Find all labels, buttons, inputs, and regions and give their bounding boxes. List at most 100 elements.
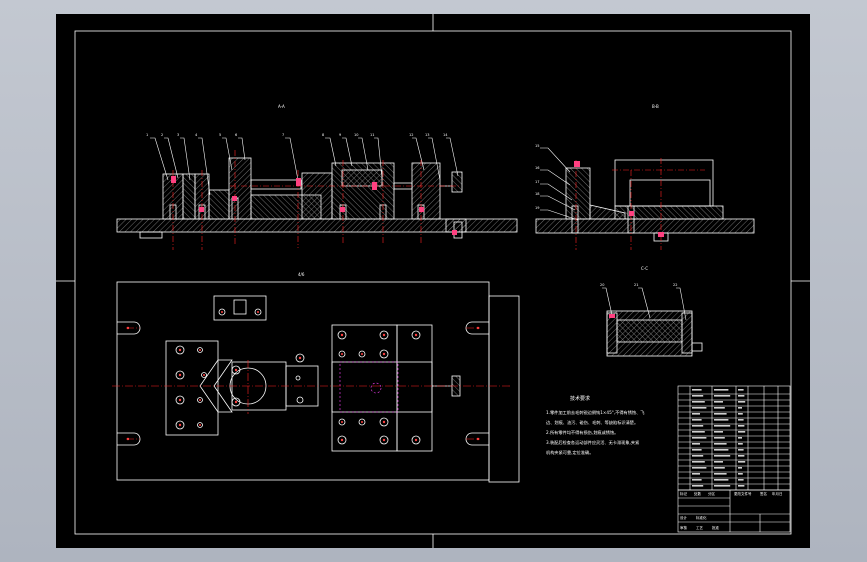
- tb-footer-approve: 批准: [712, 525, 720, 530]
- tb-label-count: 处数: [694, 491, 702, 496]
- parts-list-cell-text: [714, 443, 727, 445]
- parts-list-cell-text: [714, 473, 727, 475]
- callout-2: 2: [161, 133, 163, 137]
- callout-5: 5: [219, 133, 221, 137]
- tb-label-zone: 分区: [708, 491, 716, 496]
- parts-list-cell-text: [714, 401, 723, 403]
- parts-list-cell-text: [738, 401, 746, 403]
- parts-list-cell-text: [714, 431, 723, 433]
- callout-19: 19: [535, 206, 539, 210]
- parts-list-cell-text: [738, 395, 745, 397]
- parts-list-cell-text: [692, 389, 702, 391]
- parts-list-cell-text: [714, 485, 731, 487]
- tech-req-title: 技术要求: [570, 395, 590, 402]
- parts-list-cell-text: [738, 473, 743, 475]
- parts-list-cell-text: [692, 419, 702, 421]
- tech-req-line-1: 1.零件加工前去毛刺锐边倒钝1×45°,不得有锈蚀、飞: [546, 409, 645, 416]
- parts-list-cell-text: [692, 449, 702, 451]
- parts-list-cell-text: [738, 479, 744, 481]
- parts-list-cell-text: [714, 425, 731, 427]
- callout-3: 3: [177, 133, 179, 137]
- front-magenta-marks: [171, 176, 457, 235]
- parts-list-row-text: [692, 389, 746, 487]
- top-view-hidden-lines: [339, 361, 399, 413]
- title-block-labels: 标记 处数 分区 更改文件号 签名 年月日 设计 标准化 审核 工艺 批准: [680, 491, 783, 530]
- parts-list-cell-text: [692, 401, 705, 403]
- parts-list-cell-text: [692, 467, 707, 469]
- tb-label-mark: 标记: [680, 491, 688, 496]
- parts-list-cell-text: [692, 431, 705, 433]
- callout-16: 16: [535, 166, 539, 170]
- parts-list-cell-text: [738, 485, 745, 487]
- parts-list-cell-text: [692, 443, 700, 445]
- parts-list-cell-text: [714, 419, 729, 421]
- centering-marks: [56, 14, 810, 548]
- callout-21: 21: [634, 283, 638, 287]
- callout-18: 18: [535, 192, 539, 196]
- top-view-label: 4/6: [298, 272, 305, 277]
- drawing-sheet: [56, 14, 810, 548]
- parts-list-cell-text: [692, 437, 707, 439]
- parts-list-cell-text: [738, 389, 744, 391]
- callout-7: 7: [282, 133, 284, 137]
- callout-22: 22: [673, 283, 677, 287]
- tech-req-line-2: 边、划痕、油污、碰伤、毛刺、等缺陷标识清楚。: [546, 419, 638, 426]
- tb-footer-design: 设计: [680, 515, 688, 520]
- section-c-view: C-C: [602, 266, 703, 357]
- callout-10: 10: [354, 133, 358, 137]
- parts-list-cell-text: [738, 449, 744, 451]
- parts-list-cell-text: [738, 461, 746, 463]
- parts-list-table: [677, 385, 791, 533]
- parts-list-cell-text: [714, 455, 731, 457]
- side-callout-numbers: 15 16 17 18 19: [535, 144, 539, 210]
- parts-list-cell-text: [714, 389, 729, 391]
- parts-list-cell-text: [692, 425, 704, 427]
- top-view-center-lines: [112, 327, 512, 440]
- callout-6: 6: [235, 133, 237, 137]
- side-center-lines: [575, 158, 705, 250]
- parts-list-cell-text: [692, 455, 704, 457]
- callout-17: 17: [535, 180, 539, 184]
- parts-list-cell-text: [714, 407, 725, 409]
- technical-requirements: 技术要求 1.零件加工前去毛刺锐边倒钝1×45°,不得有锈蚀、飞 边、划痕、油污…: [546, 395, 645, 456]
- parts-list-cell-text: [714, 467, 725, 469]
- parts-list-cell-text: [692, 473, 700, 475]
- parts-list-cell-text: [738, 407, 742, 409]
- callout-20: 20: [600, 283, 604, 287]
- parts-list-cell-text: [738, 425, 745, 427]
- callout-14: 14: [443, 133, 448, 137]
- parts-list-cell-text: [738, 467, 742, 469]
- section-c-marks: 20 21 22: [600, 283, 677, 318]
- parts-list-cell-text: [738, 443, 743, 445]
- parts-list-cell-text: [714, 395, 731, 397]
- callout-9: 9: [339, 133, 341, 137]
- callout-11: 11: [370, 133, 374, 137]
- parts-list-cell-text: [692, 395, 704, 397]
- tech-req-line-3: 2.所有零件均不得有损伤,划痕或锈蚀。: [546, 429, 618, 436]
- front-callout-numbers: 1 2 3 4 5 6 7 8 9 10 11 12 13 14: [146, 133, 448, 137]
- parts-list-cell-text: [714, 413, 727, 415]
- parts-list-cell-text: [738, 431, 746, 433]
- side-section-view: B-B: [535, 104, 755, 242]
- callout-1: 1: [146, 133, 148, 137]
- tb-footer-review: 审核: [680, 525, 688, 530]
- tb-label-change: 更改文件号: [734, 491, 752, 496]
- section-c-label: C-C: [641, 266, 648, 271]
- parts-list-cell-text: [692, 413, 700, 415]
- section-b-label: B-B: [652, 104, 659, 109]
- parts-list-cell-text: [714, 461, 723, 463]
- parts-list-cell-text: [692, 407, 707, 409]
- callout-8: 8: [322, 133, 324, 137]
- parts-list-cell-text: [692, 485, 704, 487]
- section-a-label: A-A: [278, 104, 285, 109]
- parts-list-cell-text: [692, 479, 702, 481]
- parts-list-cell-text: [738, 413, 743, 415]
- parts-list-cell-text: [714, 437, 725, 439]
- tb-label-sign: 签名: [760, 491, 767, 496]
- tb-footer-standard: 标准化: [696, 515, 707, 520]
- parts-list-cell-text: [738, 455, 745, 457]
- side-magenta-marks: [574, 161, 664, 237]
- parts-list-cell-text: [738, 437, 742, 439]
- parts-list-cell-text: [714, 449, 729, 451]
